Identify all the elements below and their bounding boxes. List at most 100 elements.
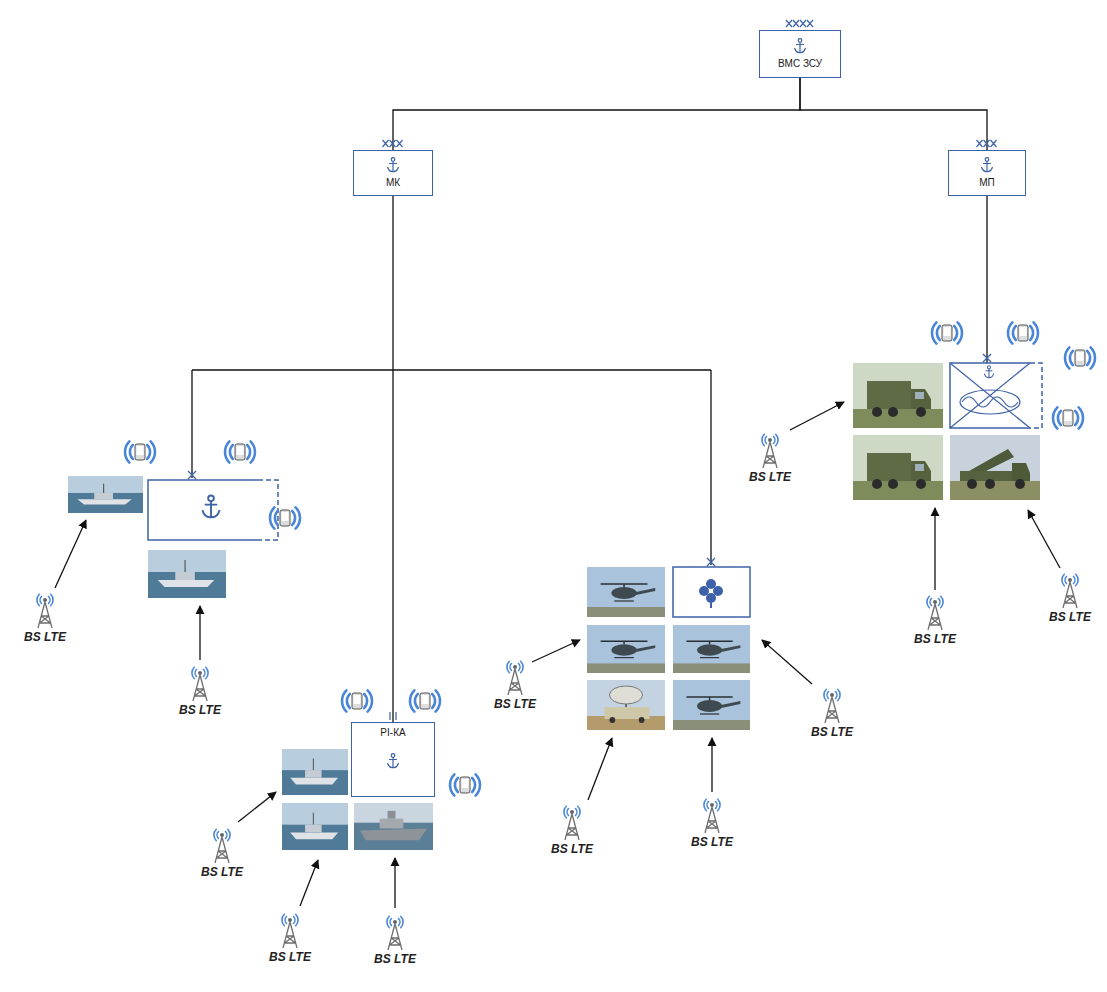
tower-icon — [927, 596, 943, 630]
command-line — [393, 78, 800, 150]
tower-icon — [762, 434, 778, 468]
anchor-symbol — [388, 161, 399, 171]
base-station-label: BS LTE — [551, 842, 593, 856]
helicopter-photo — [673, 625, 750, 673]
radar-photo — [587, 680, 665, 730]
tower-icon — [192, 667, 208, 701]
unit-frame-dashed — [1030, 363, 1042, 428]
anchor-symbol — [388, 757, 399, 767]
phone-icon — [270, 507, 300, 528]
base-station-label: BS LTE — [811, 725, 853, 739]
unit-frame — [673, 567, 750, 617]
helicopter-photo — [587, 567, 665, 617]
unit-frame — [950, 363, 1030, 428]
unit-mark — [707, 558, 715, 566]
infantry-cross — [950, 363, 1030, 428]
wire — [986, 196, 987, 363]
command-box: ВМС ЗСУ — [759, 30, 841, 78]
tower-icon — [387, 916, 403, 950]
aviation-symbol — [710, 596, 712, 608]
tower-icon — [214, 829, 230, 863]
truck-photo — [853, 363, 943, 428]
signal-arrow — [1028, 510, 1060, 568]
phone-icon — [410, 690, 440, 711]
phone-icon — [1053, 407, 1083, 428]
ship-photo — [354, 803, 433, 850]
truck-photo — [853, 435, 943, 500]
command-box: МП — [948, 150, 1026, 196]
echelon-mark — [984, 140, 990, 147]
tower-icon — [564, 806, 580, 840]
echelon-mark — [800, 20, 806, 27]
signal-arrow — [55, 520, 86, 588]
base-station-label: BS LTE — [494, 697, 536, 711]
anchor-symbol — [985, 158, 989, 162]
command-line — [392, 196, 393, 722]
echelon-mark — [390, 712, 396, 720]
tower-icon — [704, 799, 720, 833]
echelon-mark — [383, 140, 389, 147]
base-station-label: BS LTE — [179, 703, 221, 717]
echelon-mark — [977, 140, 983, 147]
anchor-symbol — [202, 496, 219, 518]
unit-symbol — [673, 558, 750, 617]
echelon-mark — [991, 140, 997, 147]
anchor-symbol — [391, 754, 395, 758]
signal-arrow — [762, 640, 812, 684]
signal-arrow — [394, 858, 395, 908]
unit-frame-dashed — [258, 480, 278, 540]
launcher-photo — [950, 435, 1040, 500]
boat-photo — [282, 749, 348, 795]
boat-photo — [68, 476, 143, 513]
unit-mark — [983, 354, 991, 362]
amphibious-wave — [962, 397, 1018, 407]
wire — [192, 196, 987, 565]
base-station-label: BS LTE — [374, 952, 416, 966]
signal-arrow — [55, 402, 1060, 908]
phone-icon — [125, 441, 155, 462]
aviation-symbol — [699, 586, 709, 596]
anchor-symbol — [386, 157, 400, 173]
wire — [710, 370, 711, 565]
command-box: МК — [353, 150, 433, 196]
phone-icon — [1008, 322, 1038, 343]
unit-name: РІ-КА — [380, 727, 405, 739]
echelon-mark — [976, 139, 999, 148]
boat-photo — [282, 803, 348, 850]
echelon-mark — [397, 140, 403, 147]
base-station-label: BS LTE — [24, 630, 66, 644]
anchor-symbol — [980, 157, 994, 173]
unit-mark — [188, 471, 196, 479]
base-station-label: BS LTE — [1049, 610, 1091, 624]
helicopter-photo — [587, 625, 665, 673]
echelon-mark — [785, 19, 815, 28]
signal-arrow — [199, 606, 200, 660]
echelon-mark — [786, 20, 792, 27]
signal-arrow — [238, 792, 276, 822]
tower-icon — [824, 689, 840, 723]
command-line — [800, 78, 987, 150]
anchor-symbol — [982, 161, 993, 171]
unit-symbol — [950, 354, 1042, 428]
tower-icon — [1062, 574, 1078, 608]
wire — [192, 369, 711, 370]
signal-arrow — [790, 402, 844, 430]
amphibious-oval — [960, 390, 1020, 414]
unit-frame — [148, 480, 258, 540]
echelon-mark — [793, 20, 799, 27]
unit-name: МК — [386, 177, 400, 189]
anchor-symbol — [798, 39, 802, 43]
signal-arrow — [532, 640, 580, 662]
wire — [191, 370, 192, 478]
phone-icon — [932, 322, 962, 343]
signal-arrow — [588, 738, 612, 800]
base-station-label: BS LTE — [691, 835, 733, 849]
unit-name: ВМС ЗСУ — [778, 58, 822, 70]
unit-symbol — [148, 471, 278, 540]
anchor-symbol — [795, 42, 806, 52]
boat-photo — [148, 550, 226, 598]
echelon-mark — [387, 711, 399, 720]
base-station-label: BS LTE — [914, 632, 956, 646]
phone-icon — [342, 690, 372, 711]
phone-icon — [225, 441, 255, 462]
